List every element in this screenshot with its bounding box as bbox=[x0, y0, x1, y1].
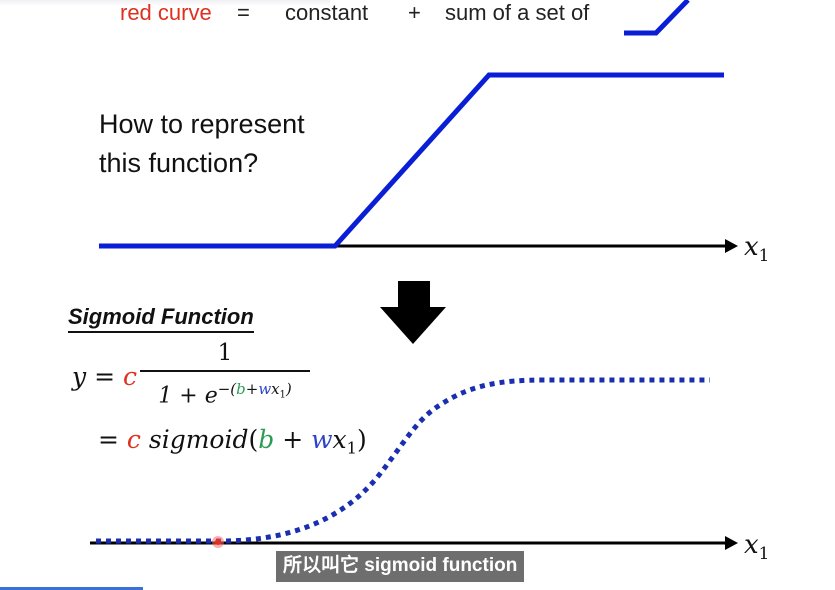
video-subtitle: 所以叫它 sigmoid function bbox=[276, 551, 525, 582]
sum-of-set-label: sum of a set of bbox=[445, 0, 590, 25]
equals-sign: = bbox=[237, 0, 250, 25]
var-b: b bbox=[258, 425, 275, 454]
top-watermark bbox=[0, 0, 330, 6]
x-axis-top-arrowhead bbox=[725, 239, 738, 253]
var-c: c bbox=[122, 362, 137, 391]
video-progress-bar[interactable] bbox=[0, 587, 143, 590]
hard-sigmoid-icon bbox=[624, 0, 690, 36]
plus-sign: + bbox=[245, 379, 259, 398]
axis-x: x bbox=[744, 530, 759, 560]
equals-sign: = bbox=[98, 425, 119, 454]
equation-lhs: y = c bbox=[72, 362, 137, 391]
axis-x: x bbox=[744, 232, 759, 262]
question-line-1: How to represent bbox=[99, 109, 305, 139]
exp-open: −( bbox=[217, 379, 237, 398]
open-paren: ( bbox=[248, 425, 259, 454]
constant-label: constant bbox=[285, 0, 369, 25]
hard-sigmoid-curve bbox=[99, 72, 724, 249]
axis-sub: 1 bbox=[758, 244, 770, 265]
fraction-denominator: 1 + e−(b+wx1) bbox=[140, 375, 310, 410]
x1-label-bottom: x1 bbox=[744, 530, 769, 563]
x-axis-bottom-arrowhead bbox=[725, 536, 738, 550]
var-w: w bbox=[258, 379, 272, 398]
var-w: w bbox=[311, 425, 333, 454]
var-c: c bbox=[126, 425, 141, 454]
plus-sign: + bbox=[282, 425, 304, 454]
axis-sub: 1 bbox=[758, 542, 770, 563]
question-line-2: this function? bbox=[99, 148, 259, 178]
plus-sign: + bbox=[408, 0, 421, 25]
sub-1: 1 bbox=[279, 388, 286, 400]
sigmoid-fraction: 1 1 + e−(b+wx1) bbox=[140, 338, 310, 410]
sigmoid-function-title: Sigmoid Function bbox=[68, 303, 254, 333]
x1-label-top: x1 bbox=[744, 232, 769, 265]
down-arrow-icon bbox=[380, 281, 446, 344]
var-b: b bbox=[236, 379, 246, 398]
sub-1: 1 bbox=[346, 438, 357, 458]
var-y: y bbox=[72, 362, 87, 391]
den-prefix: 1 + e bbox=[158, 382, 218, 408]
cursor-dot-icon bbox=[212, 536, 224, 548]
equals-sign: = bbox=[94, 362, 116, 391]
exp-close: ) bbox=[285, 379, 292, 398]
exponent: −(b+wx1) bbox=[217, 379, 292, 400]
close-paren: ) bbox=[356, 425, 367, 454]
question-text: How to represent this function? bbox=[99, 105, 305, 183]
sigmoid-word: sigmoid bbox=[148, 425, 249, 454]
equation-sigmoid-form: = c sigmoid(b + wx1) bbox=[98, 425, 367, 458]
fraction-numerator: 1 bbox=[217, 340, 233, 366]
fraction-bar bbox=[140, 370, 310, 372]
formula-header: red curve = constant + sum of a set of bbox=[0, 0, 835, 40]
red-curve-label: red curve bbox=[120, 0, 212, 25]
var-x: x bbox=[271, 379, 280, 398]
var-x: x bbox=[332, 425, 347, 454]
